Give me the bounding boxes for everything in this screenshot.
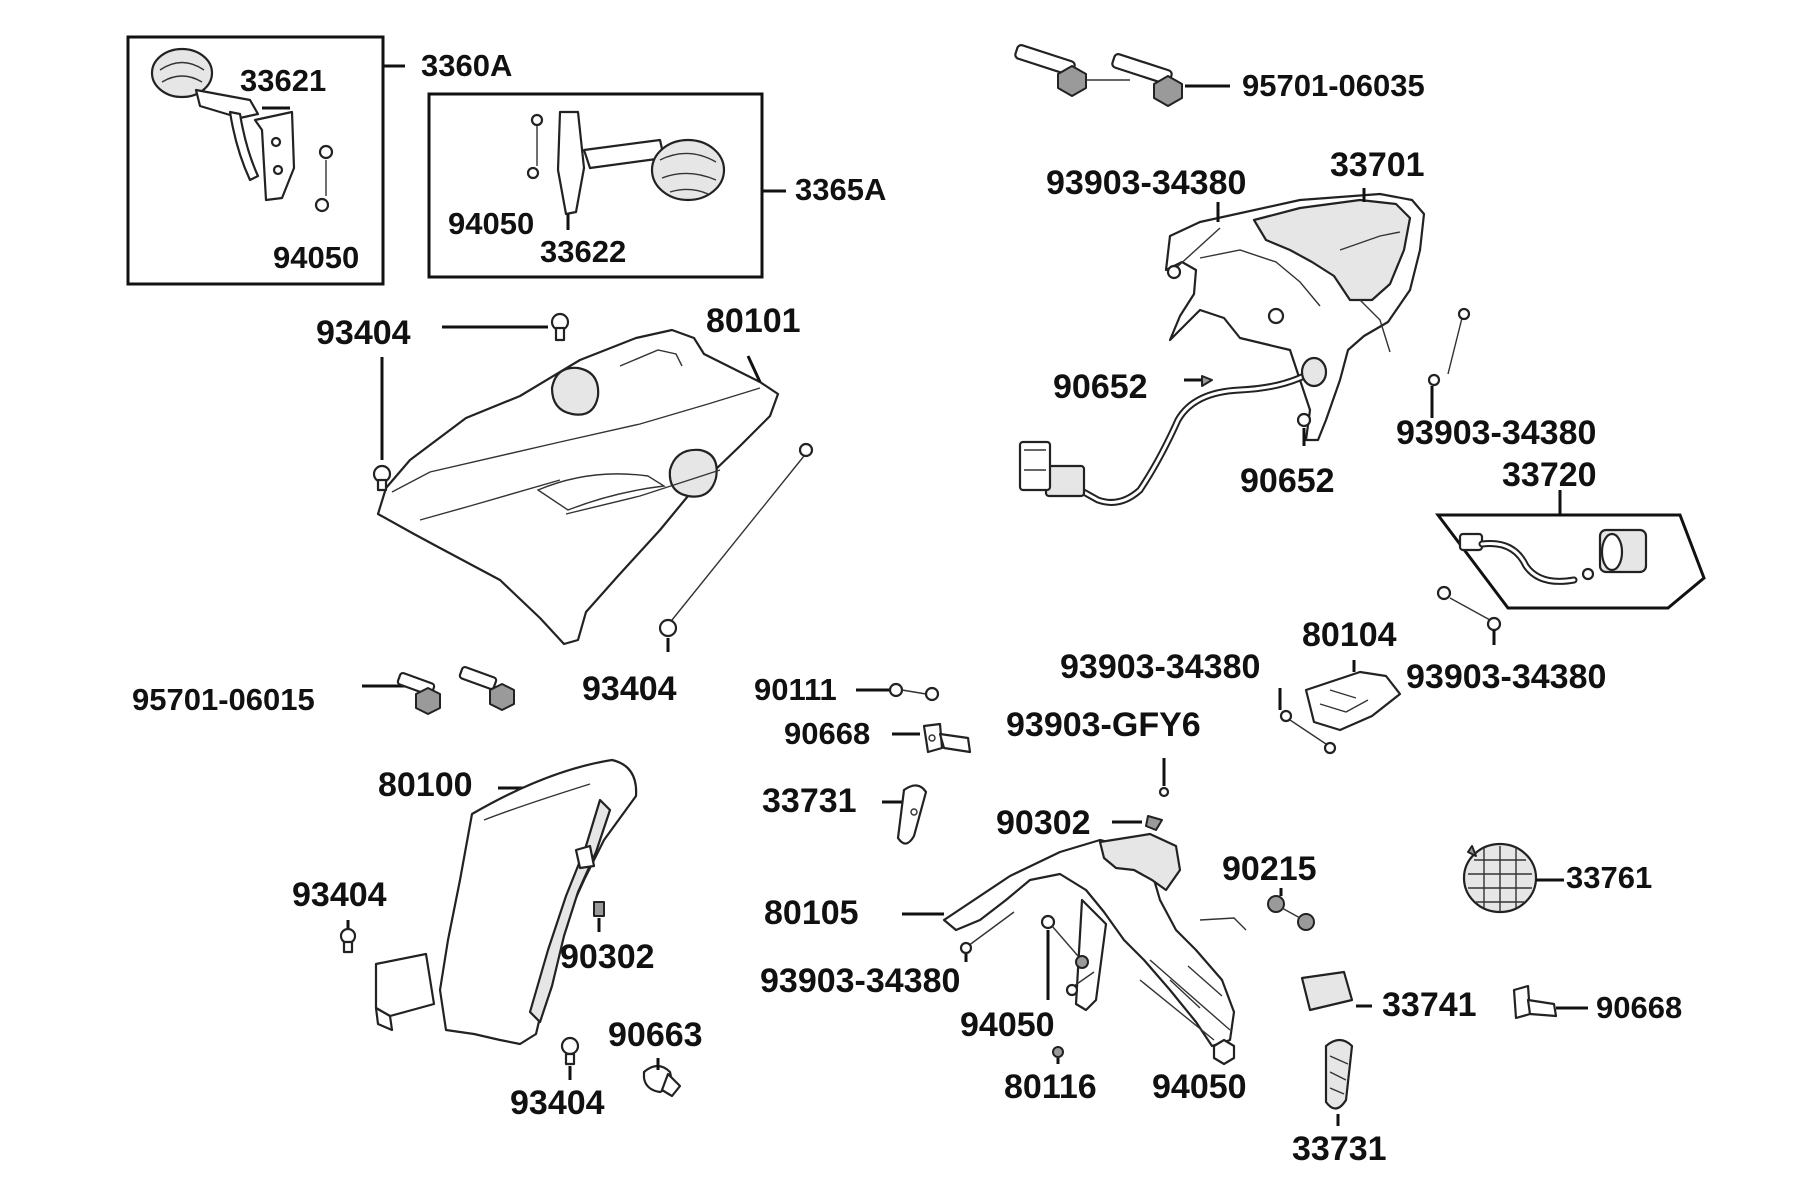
label-33621: 33621 [240,63,326,98]
screw-93903-34380-a [1166,202,1221,280]
license-bracket-80105 [902,832,1247,1048]
bolt-90111 [856,682,940,702]
label-93903-34380-b: 93903-34380 [1396,414,1596,452]
bracket-90668-b [1512,984,1588,1020]
nut-80116 [1052,1046,1064,1064]
clip-90302-a [593,901,605,932]
reflector-33761 [1462,842,1564,914]
label-90302-a: 90302 [996,804,1091,842]
label-80101: 80101 [706,302,801,340]
nut-94050-d [1212,1038,1236,1066]
clip-90302-b [1112,815,1163,831]
label-90652-b: 90652 [1240,462,1335,500]
cover-80104 [1304,660,1402,732]
mirror-right-assembly [427,92,786,279]
label-90111: 90111 [754,672,837,707]
label-80100: 80100 [378,766,473,804]
tail-cover-80101 [376,328,780,646]
bracket-90668-a [892,722,972,754]
bolts-95701-06035 [1014,44,1230,107]
bulb-socket-33720 [1434,490,1706,610]
screw-93404-c [339,920,357,954]
label-33701: 33701 [1330,146,1425,184]
label-33731-b: 33731 [1292,1130,1387,1168]
reflector-33731-a [882,784,928,845]
label-94050-a: 94050 [273,240,359,275]
label-90215: 90215 [1222,850,1317,888]
screw-93404-a [372,312,570,492]
label-93903-34380-a: 93903-34380 [1046,164,1246,202]
plate-33741 [1300,970,1372,1012]
label-33622: 33622 [540,234,626,269]
screw-93903-34380-b [1427,307,1471,418]
label-90652-a: 90652 [1053,368,1148,406]
label-93903-34380-e: 93903-34380 [760,962,960,1000]
bolt-90215 [1267,888,1315,931]
label-94050-b: 94050 [448,206,534,241]
screw-93404-b [658,442,814,652]
screw-93903-34380-e [959,911,1015,962]
rear-fender-80100 [374,758,638,1046]
clip-90652-b [1296,412,1312,446]
label-93404-c: 93404 [292,876,387,914]
label-93903-GFY6: 93903-GFY6 [1006,706,1201,744]
label-80116: 80116 [1004,1068,1097,1106]
label-95701-06035: 95701-06035 [1242,68,1425,103]
bolts-95701-06015 [362,665,515,715]
label-90663: 90663 [608,1016,703,1054]
label-33731-a: 33731 [762,782,857,820]
tail-light-harness [1018,356,1328,506]
label-93404-b: 93404 [582,670,677,708]
reflector-33731-b [1324,1038,1354,1126]
label-93404-a: 93404 [316,314,411,352]
screws-93903-34380-d [1278,688,1337,755]
label-93903-34380-d: 93903-34380 [1406,658,1606,696]
label-80104: 80104 [1302,616,1397,654]
bolt-94050-c [1040,914,1095,1000]
tail-light-housing-33701 [1164,188,1426,442]
screw-93903-GFY6 [1158,758,1170,798]
label-80105: 80105 [764,894,859,932]
screw-93404-d [560,1036,580,1080]
label-33741: 33741 [1382,986,1477,1024]
label-90302-b: 90302 [560,938,655,976]
label-93404-d: 93404 [510,1084,605,1122]
label-90668-a: 90668 [784,716,870,751]
label-94050-c: 94050 [960,1006,1055,1044]
clamp-90663 [642,1058,682,1098]
label-33720: 33720 [1502,456,1597,494]
mirror-left-assembly [126,35,405,286]
label-94050-d: 94050 [1152,1068,1247,1106]
screws-93903-34380-c [1436,585,1502,645]
label-90668-b: 90668 [1596,990,1682,1025]
clip-90652-a [1184,375,1213,387]
label-95701-06015: 95701-06015 [132,682,315,717]
label-3365A: 3365A [795,172,886,207]
label-3360A: 3360A [421,48,512,83]
label-33761: 33761 [1566,860,1652,895]
part-number-labels: 3360A 33621 94050 3365A 94050 33622 9570… [132,48,1682,1168]
label-93903-34380-c: 93903-34380 [1060,648,1260,686]
